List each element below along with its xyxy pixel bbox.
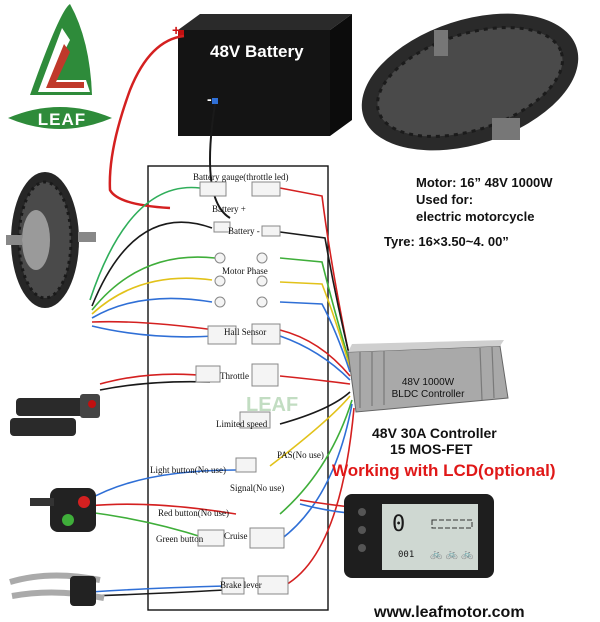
handlebar-switch xyxy=(30,488,96,532)
label-red-button: Red button(No use) xyxy=(158,508,229,518)
svg-text:🚲 🚲 🚲: 🚲 🚲 🚲 xyxy=(430,549,474,560)
leaf-logo xyxy=(8,4,112,129)
label-brake-lever: Brake lever xyxy=(220,580,262,590)
battery-plus-terminal: + xyxy=(172,22,181,38)
motor-wheel-small xyxy=(6,172,96,308)
watermark: LEAF xyxy=(246,394,299,416)
label-battery-plus: Battery + xyxy=(212,204,246,214)
label-cruise: Cruise xyxy=(224,531,248,541)
label-throttle: Throttle xyxy=(220,371,249,381)
label-limited-speed: Limited speed xyxy=(216,419,268,429)
throttle-grips xyxy=(10,394,100,436)
controller-rating: 48V 1000W xyxy=(401,377,455,388)
label-battery-minus: Battery - xyxy=(228,226,260,236)
tyre-spec: Tyre: 16×3.50~4. 00” xyxy=(384,234,509,249)
controller-type: BLDC Controller xyxy=(391,389,465,400)
label-light-button: Light button(No use) xyxy=(150,465,226,475)
controller-box xyxy=(347,340,509,413)
label-hall-sensor: Hall Sensor xyxy=(224,327,267,337)
battery-label: 48V Battery xyxy=(210,42,304,61)
brake-levers xyxy=(9,572,105,606)
controller-spec: 48V 30A Controller xyxy=(372,425,497,441)
website-url: www.leafmotor.com xyxy=(374,604,525,621)
motor-application: electric motorcycle xyxy=(416,209,535,224)
label-signal: Signal(No use) xyxy=(230,483,285,493)
lcd-small-readout: 001 xyxy=(398,550,415,560)
battery-minus-terminal: - xyxy=(207,91,212,107)
controller-mosfet: 15 MOS-FET xyxy=(390,441,473,457)
lcd-optional-note: Working with LCD(optional) xyxy=(332,461,556,480)
lcd-display: 🚲 🚲 🚲 xyxy=(344,494,494,578)
motor-used-for: Used for: xyxy=(416,192,474,207)
label-battery-gauge: Battery gauge(throttle led) xyxy=(193,172,289,182)
label-motor-phase: Motor Phase xyxy=(222,266,268,276)
battery-box xyxy=(178,14,352,136)
lcd-speed-digits: 0 xyxy=(392,512,406,537)
label-pas: PAS(No use) xyxy=(277,450,324,460)
motor-spec-line: Motor: 16” 48V 1000W xyxy=(416,175,553,190)
motor-wheel-large xyxy=(361,13,579,151)
label-green-button: Green button xyxy=(156,534,204,544)
logo-word: LEAF xyxy=(37,110,87,129)
